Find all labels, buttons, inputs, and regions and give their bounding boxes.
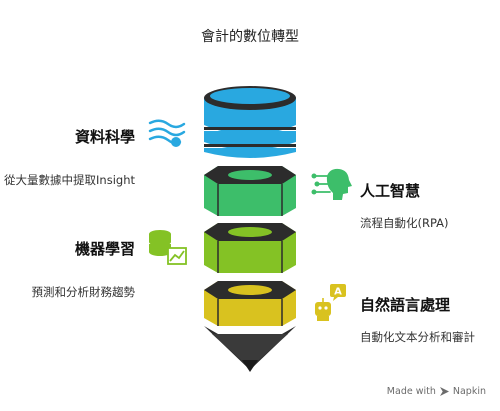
layer-ml bbox=[204, 223, 296, 273]
credit-brand: Napkin bbox=[452, 386, 486, 397]
layer-name: 資料科學 bbox=[74, 128, 135, 146]
label-nlp: 自然語言處理 自動化文本分析和審計 bbox=[360, 294, 475, 345]
label-ai: 人工智慧 流程自動化(RPA) bbox=[360, 180, 449, 231]
layer-ai bbox=[204, 166, 296, 216]
layer-desc: 流程自動化(RPA) bbox=[360, 216, 449, 230]
napkin-logo-icon bbox=[439, 387, 449, 396]
made-with-credit: Made with Napkin bbox=[387, 386, 486, 397]
pencil-tip bbox=[204, 326, 296, 372]
layer-name: 機器學習 bbox=[74, 240, 135, 258]
layer-desc: 自動化文本分析和審計 bbox=[360, 330, 475, 344]
data-stream-icon bbox=[148, 119, 186, 147]
credit-text: Made with bbox=[386, 386, 436, 397]
layer-desc: 從大量數據中提取Insight bbox=[4, 173, 135, 187]
layer-nlp bbox=[204, 281, 296, 326]
layer-name: 自然語言處理 bbox=[360, 296, 451, 314]
database-chart-icon bbox=[149, 230, 187, 265]
svg-text:A: A bbox=[334, 287, 342, 298]
layer-desc: 預測和分析財務趨勢 bbox=[31, 285, 136, 299]
diagram-title: 會計的數位轉型 bbox=[201, 29, 299, 45]
ai-head-icon bbox=[311, 168, 352, 200]
layer-name: 人工智慧 bbox=[360, 182, 421, 200]
robot-chat-icon: A bbox=[315, 284, 346, 321]
layer-data-science bbox=[204, 86, 296, 158]
